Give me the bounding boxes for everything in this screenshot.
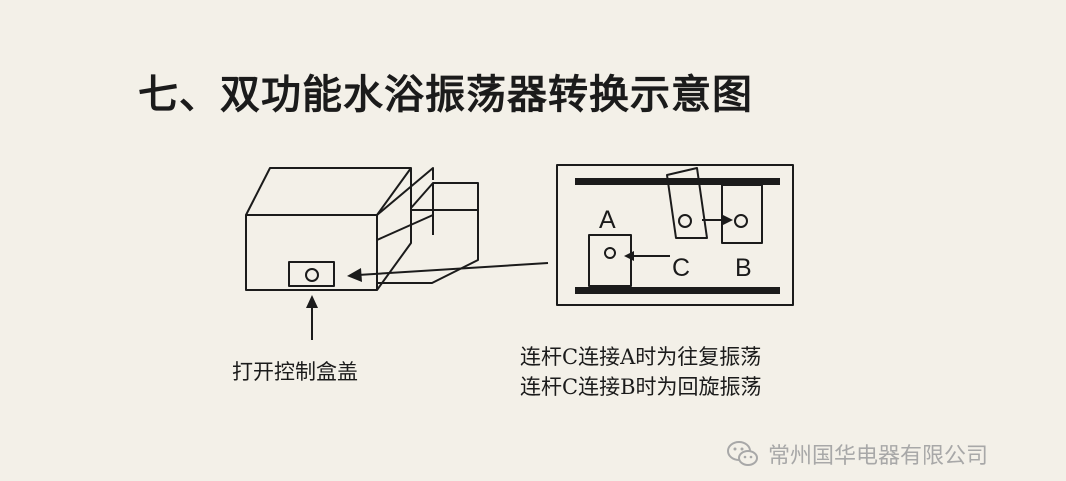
note-line-1: 连杆C连接A时为往复振荡 <box>520 345 762 369</box>
watermark: 常州国华电器有限公司 <box>726 438 988 470</box>
top-rail <box>575 178 780 185</box>
control-knob <box>305 268 319 282</box>
label-b: B <box>735 254 752 282</box>
label-c: C <box>672 254 691 282</box>
arrowhead-control-box <box>306 295 318 308</box>
watermark-text: 常州国华电器有限公司 <box>768 444 989 469</box>
arrowhead-b <box>723 215 733 225</box>
block-a <box>588 234 632 287</box>
block-b-hole <box>734 214 748 228</box>
arrowhead-machine <box>347 268 362 282</box>
detail-frame <box>556 164 794 306</box>
caption-open-control-box: 打开控制盒盖 <box>232 360 358 384</box>
block-b <box>721 184 763 244</box>
arrow-detail-to-machine <box>357 262 549 276</box>
arrowhead-a <box>624 251 634 261</box>
note-line-2: 连杆C连接B时为回旋振荡 <box>520 375 762 399</box>
control-box <box>288 261 335 287</box>
label-a: A <box>599 206 616 234</box>
link-rod-c <box>666 167 708 239</box>
bottom-rail <box>575 287 780 294</box>
wechat-icon <box>727 441 758 466</box>
page-title: 七、双功能水浴振荡器转换示意图 <box>138 72 753 118</box>
link-hole-c <box>678 214 692 228</box>
shaker-machine <box>245 167 479 291</box>
block-a-hole <box>604 247 616 259</box>
